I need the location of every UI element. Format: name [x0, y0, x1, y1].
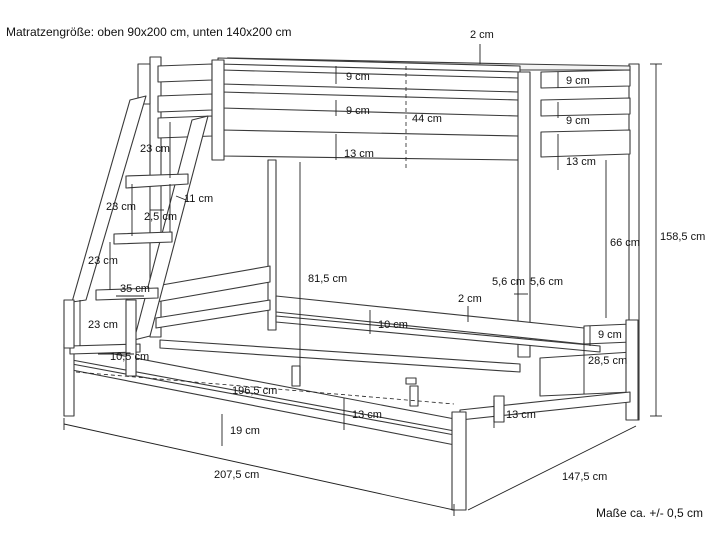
dim-inner-length: 196,5 cm [232, 385, 277, 397]
dim-ladder-rail: 11 cm [184, 193, 213, 205]
dim-upper-rail-3: 13 cm [344, 148, 374, 160]
dim-front-rail: 13 cm [352, 409, 382, 421]
dim-ladder-gap-4: 23 cm [88, 319, 118, 331]
dim-lower-rail: 10 cm [378, 319, 408, 331]
dim-side-rail-2: 9 cm [566, 115, 590, 127]
dimension-labels: 2 cm 9 cm 9 cm 13 cm 44 cm 9 cm 9 cm 13 … [88, 29, 705, 483]
dim-end-rail: 13 cm [506, 409, 536, 421]
dim-side-rail-3: 13 cm [566, 156, 596, 168]
dim-rail-thickness-top: 2 cm [470, 29, 494, 41]
mattress-size-note: Matratzengröße: oben 90x200 cm, unten 14… [6, 25, 292, 39]
dim-guard-height: 44 cm [412, 113, 442, 125]
dim-total-length: 207,5 cm [214, 469, 259, 481]
bed-structure [63, 56, 640, 511]
dim-ladder-foot: 10,5 cm [110, 351, 149, 363]
dim-upper-rail-1: 9 cm [346, 71, 370, 83]
dim-lower-clearance: 81,5 cm [308, 273, 347, 285]
dim-side-rail-1: 9 cm [566, 75, 590, 87]
dim-ladder-gap-2: 23 cm [106, 201, 136, 213]
dim-total-width: 147,5 cm [562, 471, 607, 483]
dimension-lines [63, 44, 662, 516]
dim-post-width-2: 5,6 cm [530, 276, 563, 288]
dim-clearance-upper: 66 cm [610, 237, 640, 249]
dim-lower-side-rail: 9 cm [598, 329, 622, 341]
dim-upper-rail-2: 9 cm [346, 105, 370, 117]
dim-lower-side-height: 28,5 cm [588, 355, 627, 367]
dim-ladder-gap-3: 23 cm [88, 255, 118, 267]
dim-total-height: 158,5 cm [660, 231, 705, 243]
dim-ladder-gap-1: 23 cm [140, 143, 170, 155]
dim-slat-thickness: 2 cm [458, 293, 482, 305]
dim-rung-width: 35 cm [120, 283, 150, 295]
dim-post-width-1: 5,6 cm [492, 276, 525, 288]
dim-floor-clearance: 19 cm [230, 425, 260, 437]
tolerance-note: Maße ca. +/- 0,5 cm [596, 506, 703, 520]
dim-rung-thickness: 2,5 cm [144, 211, 177, 223]
